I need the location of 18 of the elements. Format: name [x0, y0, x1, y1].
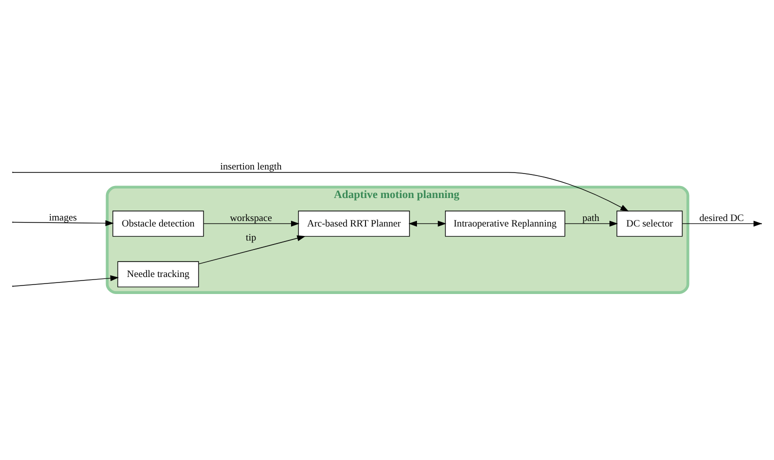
node-box: Needle tracking	[117, 261, 199, 288]
arrow	[12, 275, 119, 287]
arrow	[198, 235, 306, 264]
arrow	[203, 220, 300, 227]
arrow	[12, 172, 629, 212]
arrow	[12, 220, 114, 226]
node-box: DC selector	[616, 210, 683, 237]
arrow	[564, 220, 618, 227]
edge-label: workspace	[230, 213, 272, 224]
edge-label: path	[582, 213, 600, 224]
edge-label: images	[49, 212, 77, 224]
edge-label: insertion length	[220, 162, 282, 173]
edge-label: desired DC	[699, 213, 744, 224]
node-box: Intraoperative Replanning	[445, 210, 566, 237]
edge-label: tip	[246, 232, 256, 244]
arrow	[408, 220, 446, 227]
node-box: Arc-based RRT Planner	[298, 210, 410, 237]
node-box: Obstacle detection	[112, 210, 204, 237]
